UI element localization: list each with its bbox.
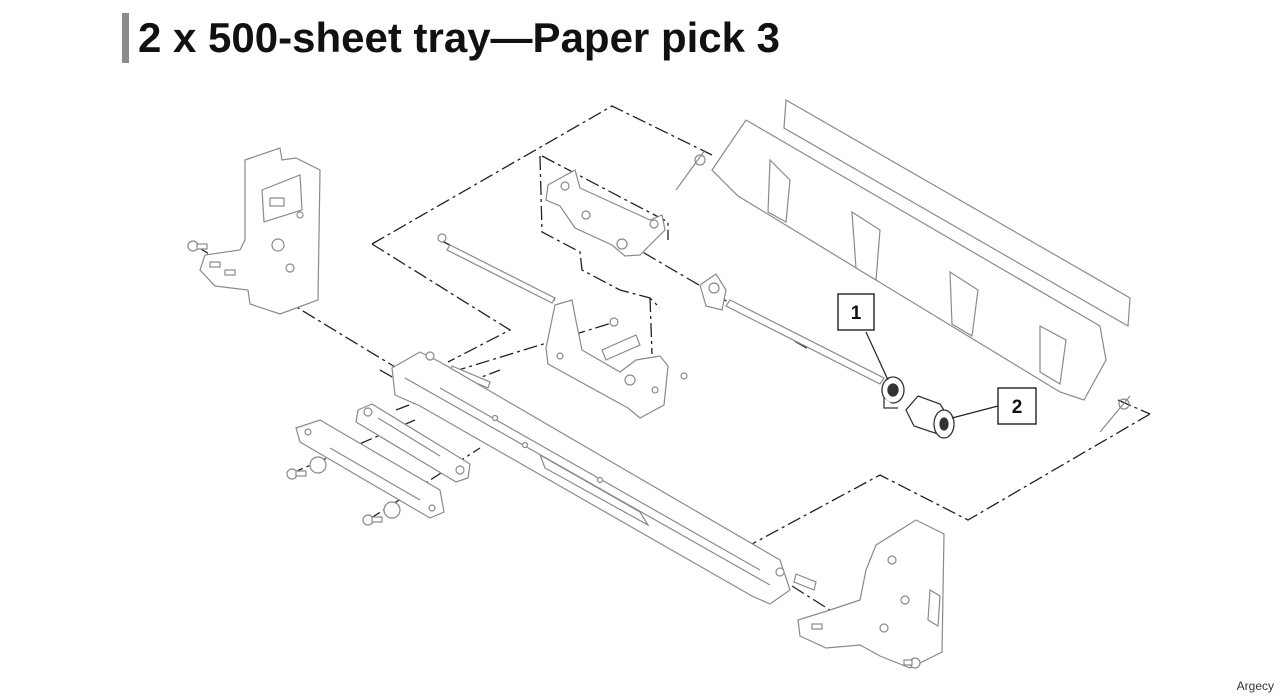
pick-roller-shaft: [699, 273, 885, 385]
callout-1-box: [837, 293, 875, 331]
pick-pivot-bracket: [545, 299, 688, 419]
part-2-pick-roller: [905, 395, 955, 439]
assembly-guide-lines: [195, 105, 1151, 663]
left-frame-screw: [187, 240, 208, 252]
paper-guide-assembly: [711, 99, 1131, 401]
callout-2-label: 2: [1012, 397, 1023, 418]
long-shaft-rod: [437, 233, 556, 304]
right-frame-screw: [793, 573, 921, 669]
callout-1-label: 1: [851, 303, 862, 324]
watermark-text: Argecy: [1236, 679, 1274, 693]
part-1-roller-hub: [881, 376, 905, 409]
left-side-frame: [199, 147, 321, 315]
guide-end-clips: [675, 149, 1131, 433]
title-accent-bar: [122, 13, 129, 63]
callout-1-leader: [865, 331, 889, 381]
callout-2-leader: [951, 405, 999, 419]
callout-1: 1: [837, 293, 889, 381]
page-title: 2 x 500-sheet tray—Paper pick 3: [138, 14, 781, 61]
lower-screws: [286, 456, 401, 526]
right-side-frame: [797, 519, 945, 669]
pick-arm-bracket: [545, 169, 666, 257]
callout-2-box: [997, 387, 1037, 425]
link-plate-small: [295, 419, 445, 519]
callout-2: 2: [951, 387, 1037, 425]
link-plate-large: [355, 403, 471, 483]
tray-side-rail: [391, 351, 791, 605]
